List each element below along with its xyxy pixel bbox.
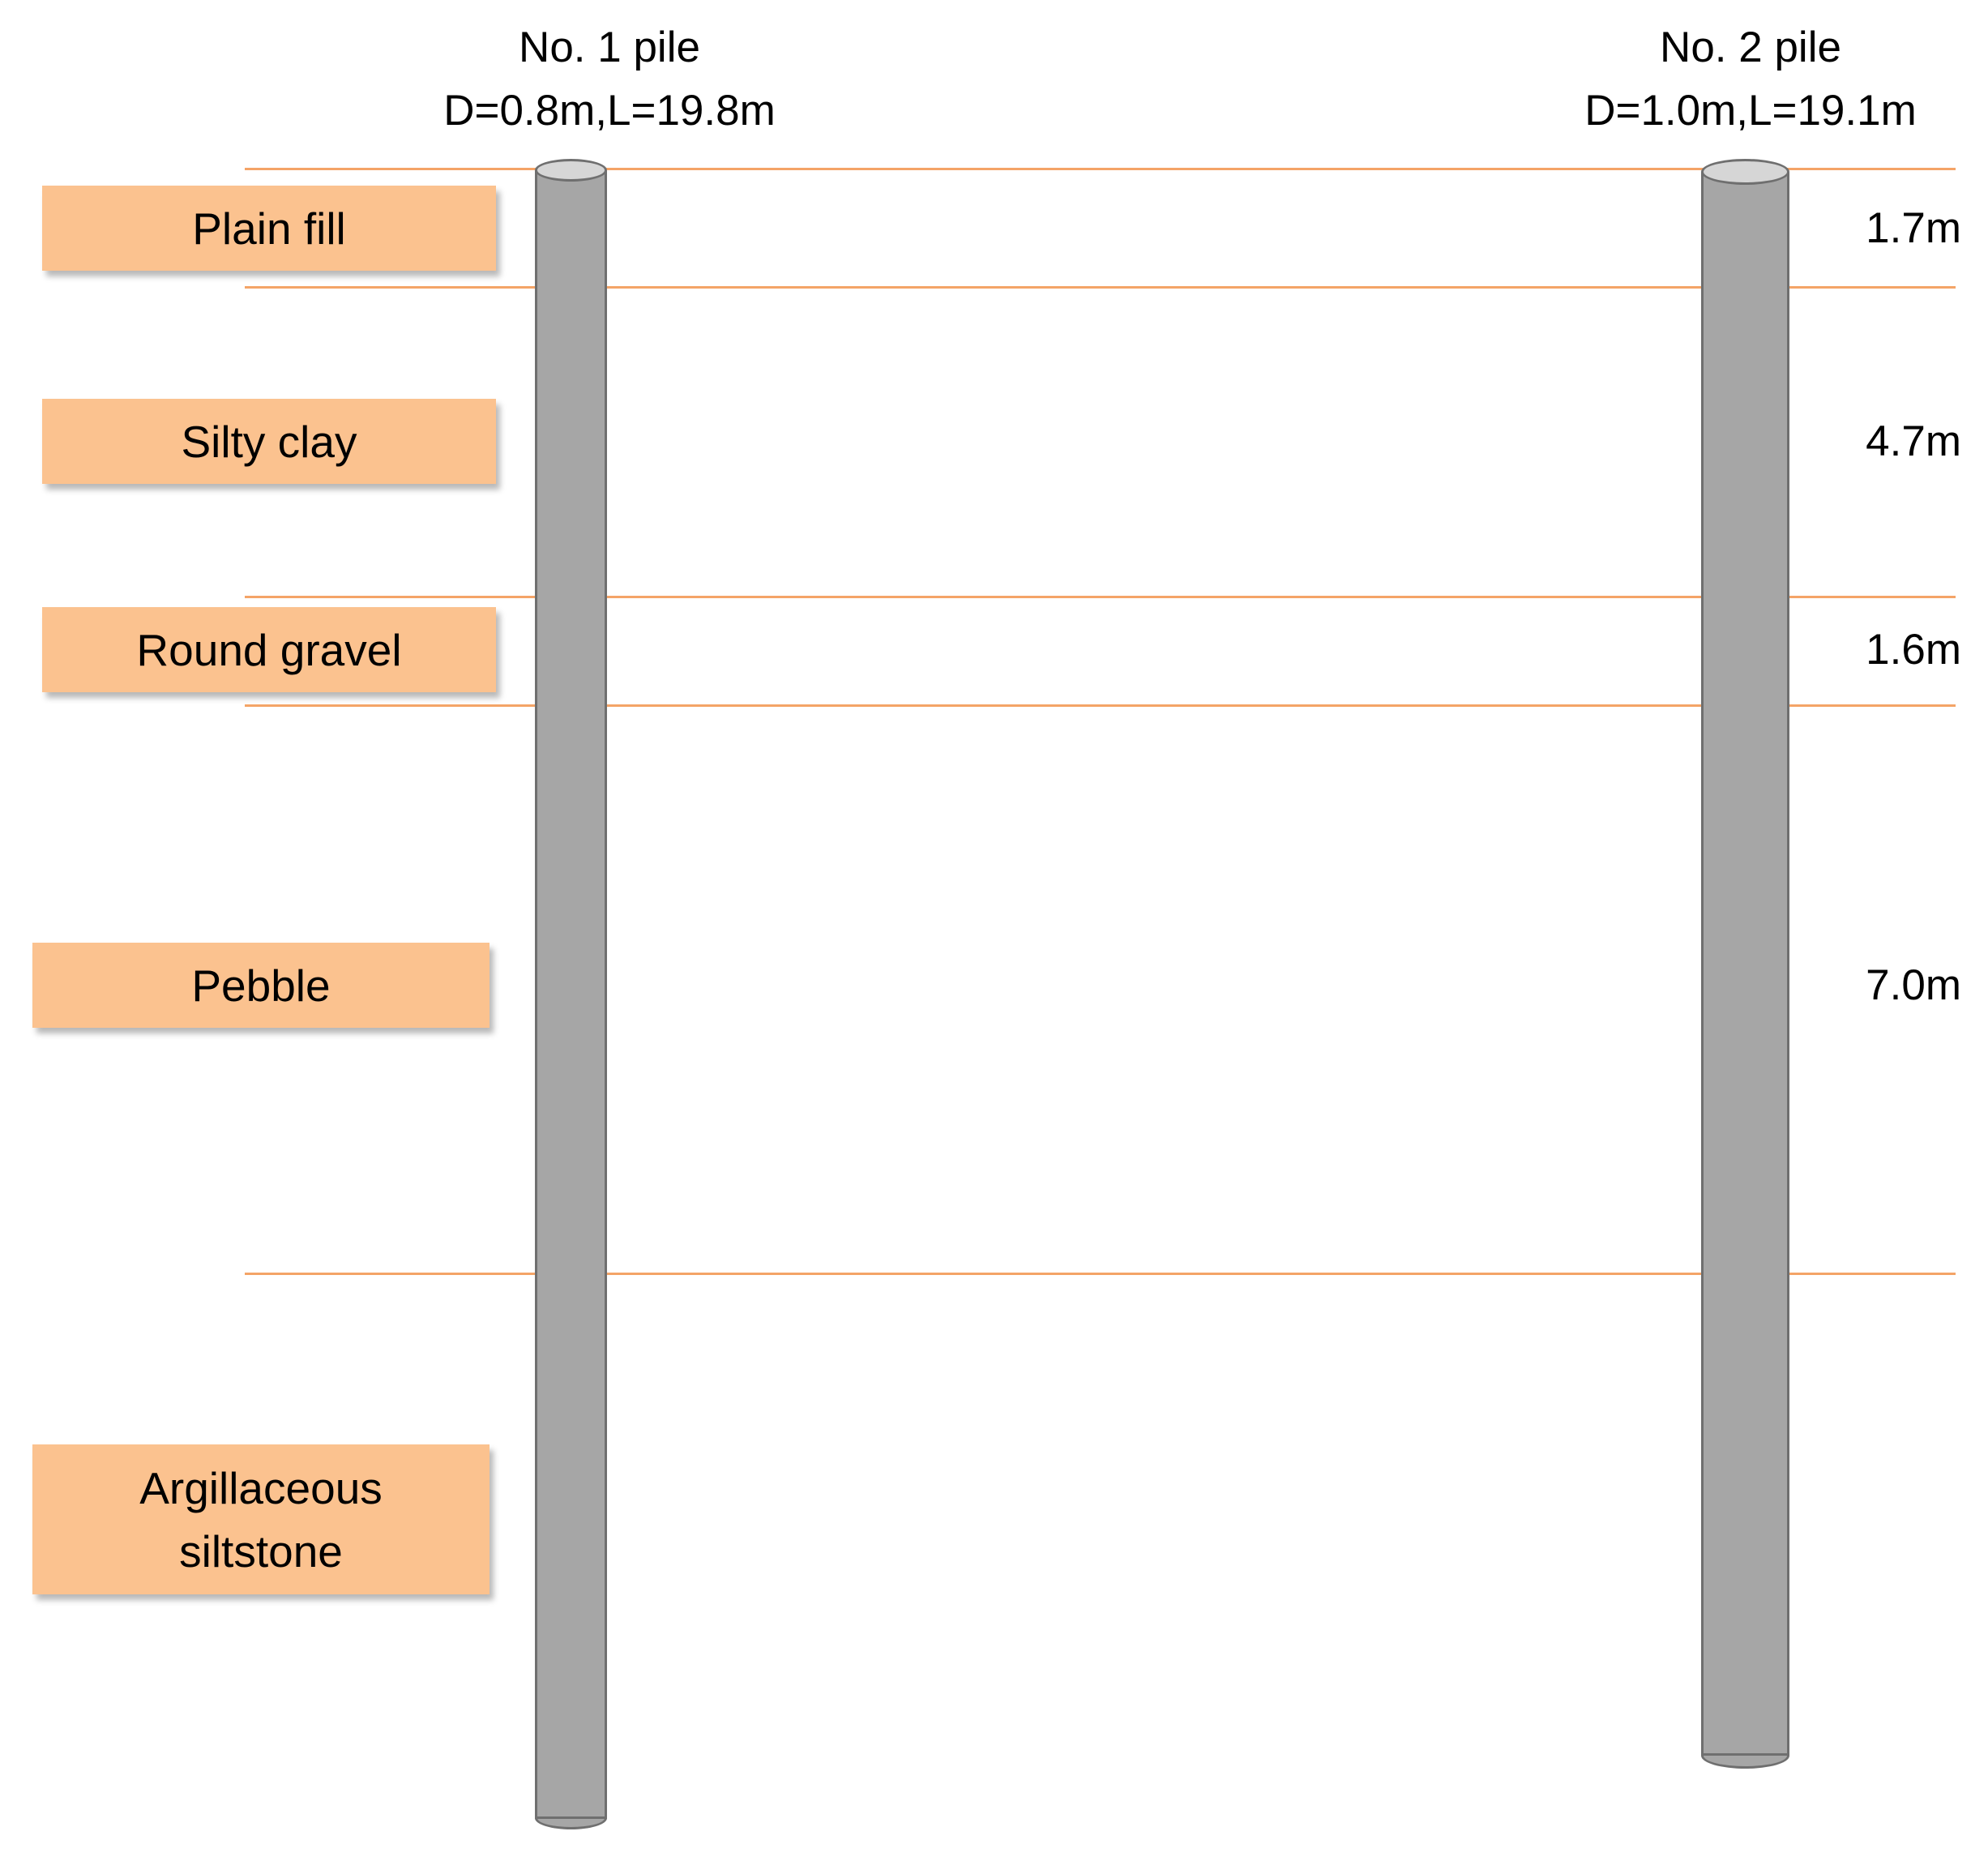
- thickness-round-gravel: 1.6m: [1866, 626, 1961, 674]
- layer-name: Round gravel: [136, 624, 402, 675]
- pile-1-name: No. 1 pile: [519, 24, 700, 71]
- pile-2-body: [1701, 172, 1789, 1756]
- layer-name: Plain fill: [192, 203, 346, 254]
- boundary-line-fill-clay: [245, 286, 1956, 289]
- boundary-line-clay-gravel: [245, 596, 1956, 598]
- pile-2-top: [1701, 159, 1789, 185]
- pile-1-title: No. 1 pile D=0.8m,L=19.8m: [366, 16, 853, 143]
- boundary-line-surface: [245, 168, 1956, 170]
- boundary-line-gravel-pebble: [245, 704, 1956, 707]
- layer-label-argillaceous-siltstone: Argillaceous siltstone: [32, 1444, 490, 1594]
- pile-1-spec: D=0.8m,L=19.8m: [443, 87, 776, 135]
- thickness-silty-clay: 4.7m: [1866, 417, 1961, 465]
- thickness-plain-fill: 1.7m: [1866, 204, 1961, 252]
- layer-label-round-gravel: Round gravel: [42, 607, 496, 692]
- pile-1-body: [535, 170, 607, 1819]
- layer-label-plain-fill: Plain fill: [42, 186, 496, 271]
- layer-name-line-1: Argillaceous: [139, 1462, 383, 1513]
- pile-1-top: [535, 159, 607, 182]
- pile-2-title: No. 2 pile D=1.0m,L=19.1m: [1507, 16, 1988, 143]
- thickness-pebble: 7.0m: [1866, 961, 1961, 1009]
- layer-name-line-2: siltstone: [179, 1525, 343, 1577]
- pile-2-name: No. 2 pile: [1660, 24, 1841, 71]
- boundary-line-pebble-siltstone: [245, 1273, 1956, 1275]
- layer-name: Pebble: [191, 960, 331, 1011]
- pile-2-spec: D=1.0m,L=19.1m: [1584, 87, 1917, 135]
- layer-label-pebble: Pebble: [32, 943, 490, 1028]
- layer-name: Silty clay: [181, 416, 357, 467]
- layer-label-silty-clay: Silty clay: [42, 399, 496, 484]
